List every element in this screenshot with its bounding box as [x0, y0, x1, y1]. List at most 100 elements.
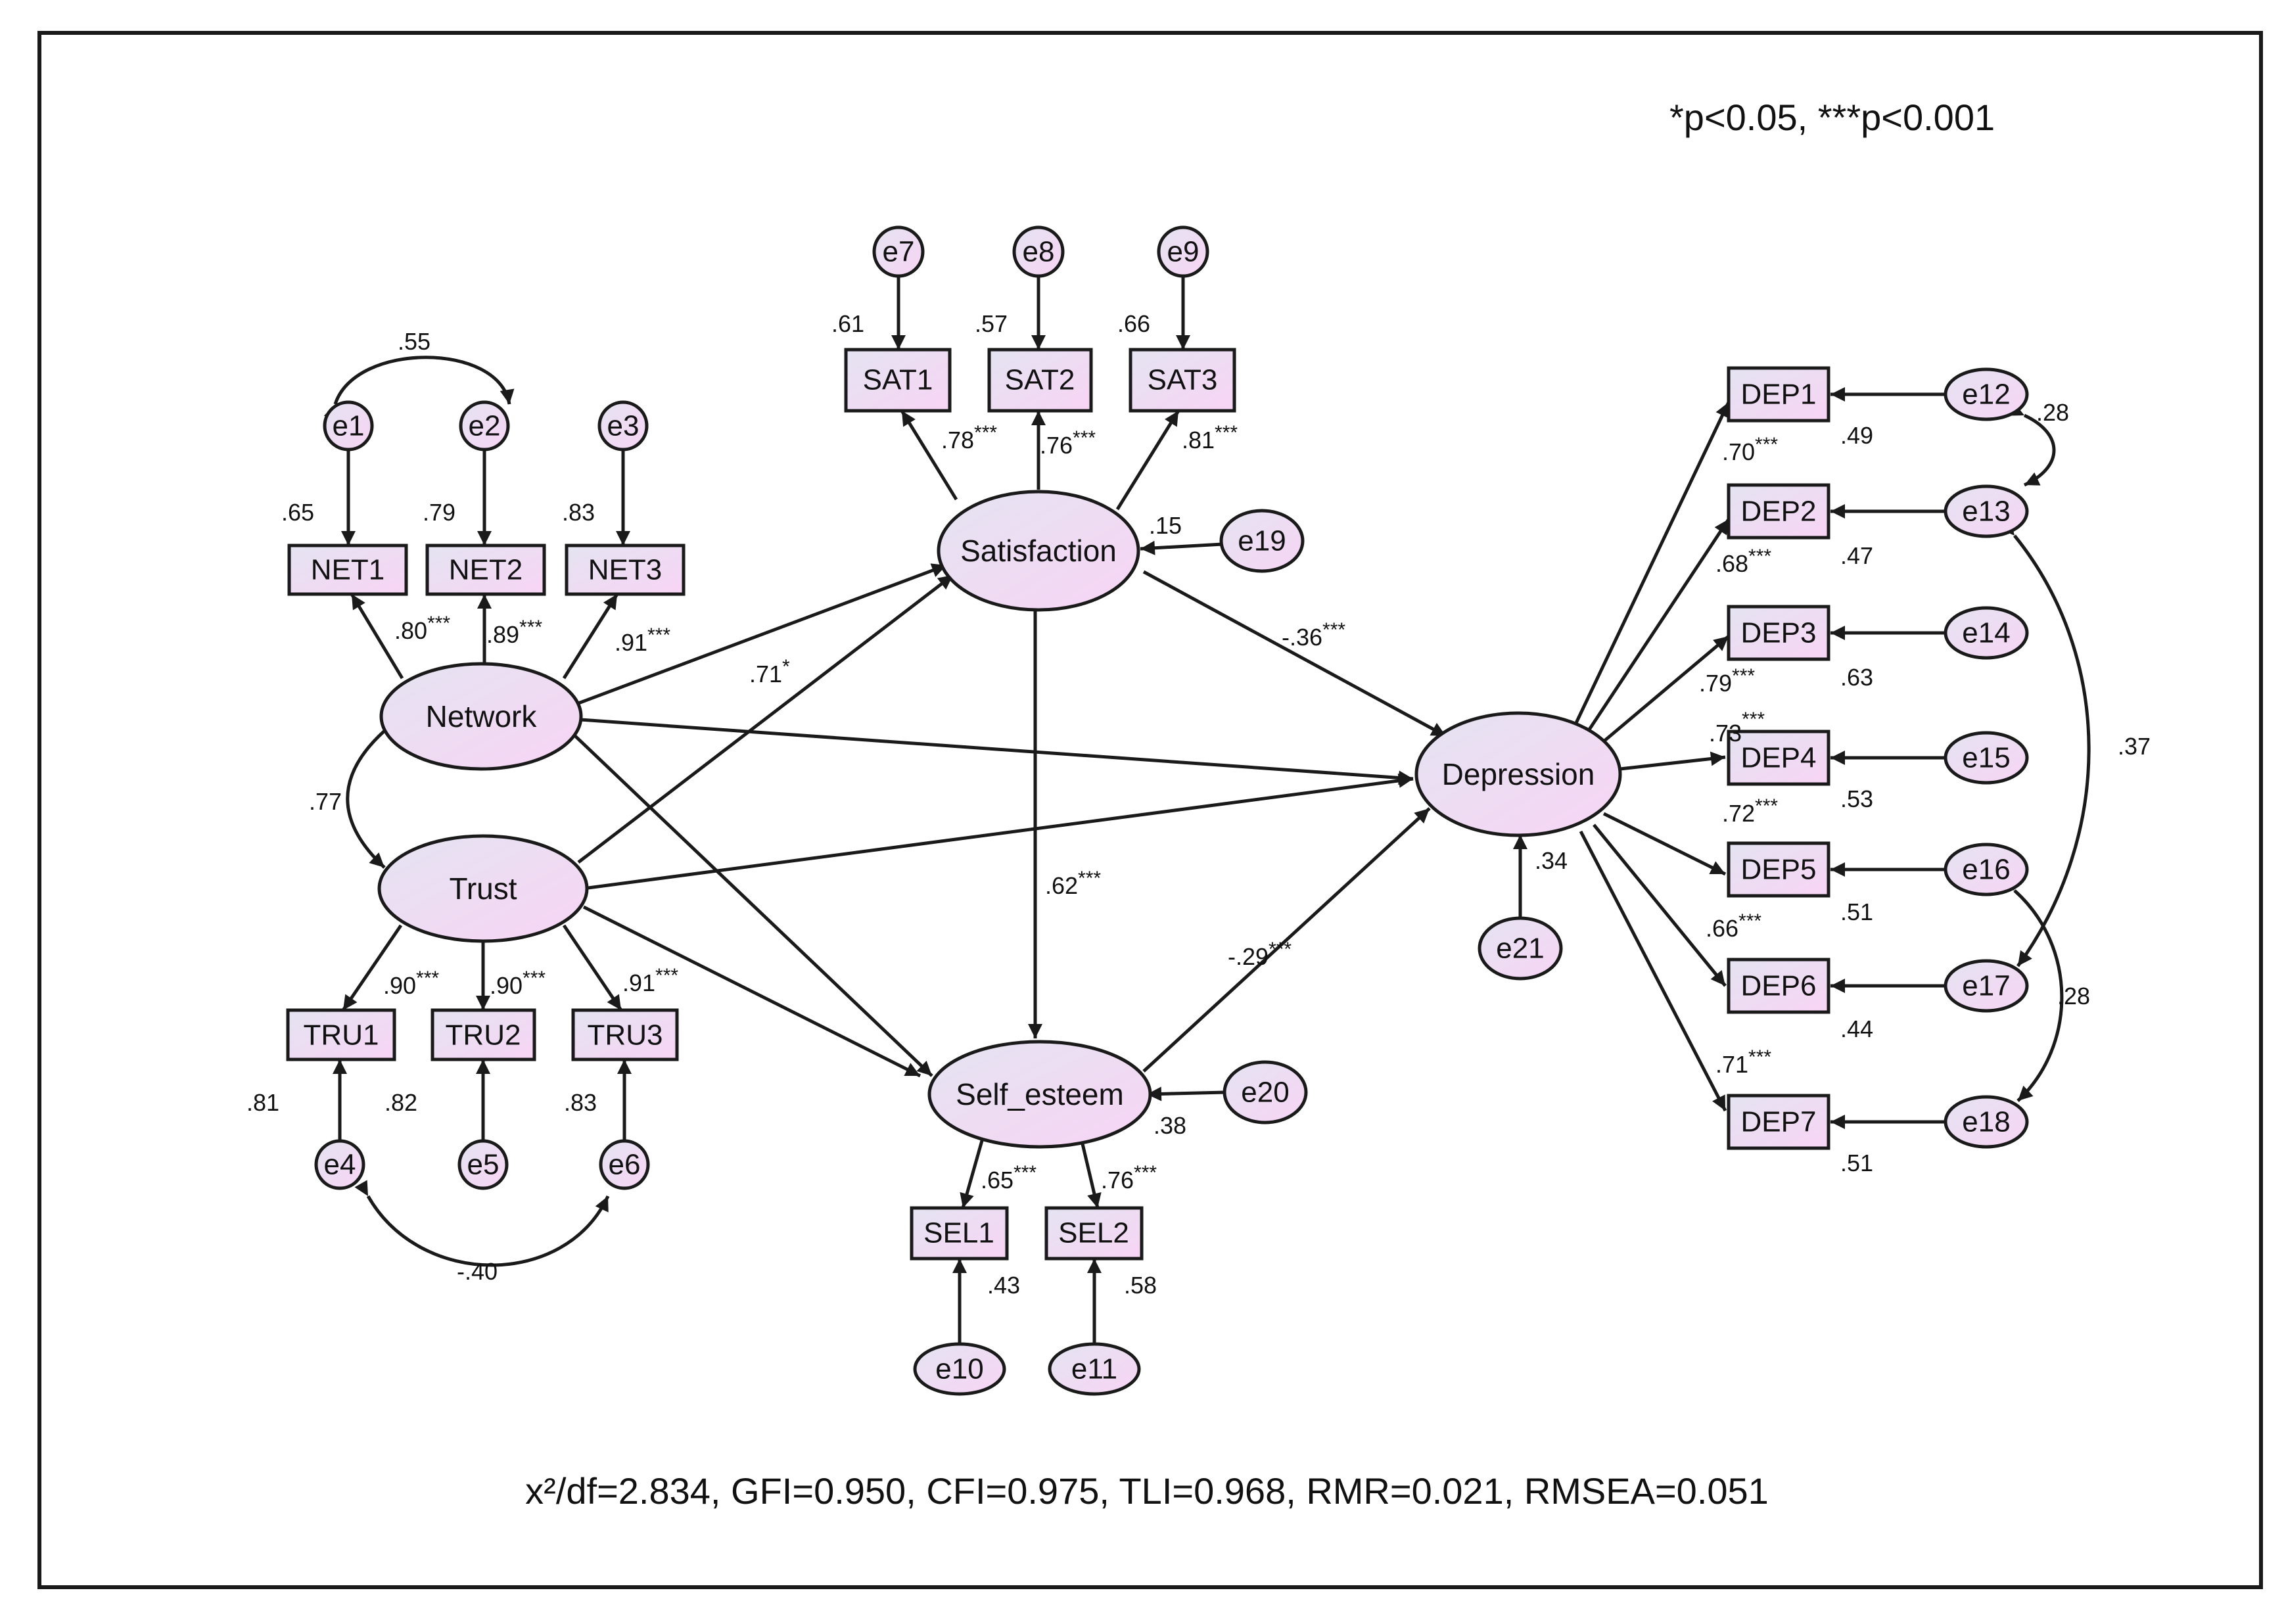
r2-net2: .79: [423, 499, 455, 526]
r2-sat1: .61: [831, 310, 864, 337]
indicator-tru1: [286, 1008, 396, 1061]
r2-dep4: .53: [1840, 785, 1873, 812]
error-node-e9: [1157, 225, 1209, 278]
error-node-e5: [457, 1139, 509, 1190]
loading-dep2: .68***: [1715, 545, 1771, 577]
label-tru1: TRU1: [304, 1019, 379, 1052]
label-e16: e16: [1962, 854, 2010, 886]
loading-sat1: .78***: [941, 422, 997, 453]
path-satisfaction-depression: [1142, 570, 1447, 738]
edges: [323, 276, 2091, 1344]
cov-label-e16-e18: .28: [2057, 983, 2090, 1009]
loading-sel2: .76***: [1101, 1162, 1157, 1194]
loading-net3: .91***: [615, 624, 670, 656]
r2-tru1: .81: [246, 1089, 279, 1116]
label-dep6: DEP6: [1741, 970, 1817, 1002]
loading-tru2: .90***: [490, 967, 546, 999]
loading-tru3: .91***: [622, 965, 678, 996]
r2-satisfaction: .15: [1149, 512, 1182, 539]
r2-sel2: .58: [1124, 1272, 1157, 1299]
error-node-e12: [1944, 367, 2029, 421]
path-trust-depression: [582, 773, 1414, 891]
error-node-e8: [1012, 225, 1065, 278]
coef-satisfaction-depression: -.36***: [1282, 619, 1345, 651]
r2-sat2: .57: [975, 310, 1008, 337]
r2-tru3: .83: [564, 1089, 597, 1116]
indicator-tru2: [431, 1008, 536, 1061]
edge-depression-dep4: [1620, 751, 1726, 771]
edge-satisfaction-sat3: [1115, 409, 1180, 511]
indicator-dep1: [1727, 366, 1830, 423]
label-e4: e4: [324, 1149, 356, 1181]
path-trust-self-esteem: [582, 905, 921, 1078]
label-e15: e15: [1962, 742, 2010, 774]
cov-label-e13-e17: .37: [2118, 733, 2151, 760]
path-network-depression: [580, 718, 1414, 785]
r2-net1: .65: [281, 499, 314, 526]
path-trust-satisfaction: [577, 574, 954, 864]
loading-sat2: .76***: [1040, 427, 1096, 459]
label-e18: e18: [1962, 1106, 2010, 1138]
cov-e12-e13: [2008, 402, 2056, 487]
error-node-e15: [1944, 731, 2029, 785]
label-e3: e3: [607, 410, 640, 442]
edge-depression-dep2: [1587, 518, 1731, 731]
error-node-e4: [314, 1139, 365, 1190]
edge-trust-tru1: [341, 924, 403, 1011]
latent-depression: [1414, 711, 1622, 837]
error-node-e21: [1478, 916, 1563, 981]
label-e5: e5: [467, 1149, 500, 1181]
label-sel1: SEL1: [923, 1217, 994, 1249]
edge-depression-dep5: [1602, 812, 1727, 876]
label-trust: Trust: [449, 871, 517, 906]
edge-e19-satisfaction: [1140, 540, 1223, 555]
indicator-sel1: [910, 1206, 1009, 1261]
edge-network-net3: [562, 593, 619, 680]
r2-net3: .83: [562, 499, 595, 526]
cov-e4-e6: [354, 1180, 610, 1267]
label-dep2: DEP2: [1741, 496, 1817, 528]
label-e8: e8: [1023, 236, 1055, 268]
label-net3: NET3: [588, 554, 662, 586]
label-dep5: DEP5: [1741, 854, 1817, 886]
label-depression: Depression: [1442, 757, 1595, 791]
fit-indices: x²/df=2.834, GFI=0.950, CFI=0.975, TLI=0…: [525, 1470, 1769, 1512]
loading-dep3: .79***: [1699, 665, 1755, 697]
indicator-dep5: [1727, 841, 1830, 898]
r2-sat3: .66: [1117, 310, 1150, 337]
error-node-e13: [1944, 484, 2029, 538]
label-dep1: DEP1: [1741, 379, 1817, 411]
latent-self-esteem: [927, 1040, 1152, 1149]
error-node-e10: [913, 1342, 1006, 1396]
indicator-tru3: [571, 1008, 679, 1061]
indicator-sat1: [844, 348, 952, 413]
label-e19: e19: [1238, 525, 1286, 557]
indicator-net2: [425, 544, 546, 596]
edge-depression-dep1: [1574, 401, 1731, 724]
label-self-esteem: Self_esteem: [956, 1077, 1124, 1111]
coef-satisfaction-self-esteem: .62***: [1045, 868, 1101, 899]
loading-dep4: .73***: [1709, 708, 1765, 747]
error-node-e16: [1944, 843, 2029, 896]
indicator-net1: [287, 544, 408, 596]
figure-border: [37, 31, 2263, 1589]
error-node-e17: [1944, 959, 2029, 1013]
coef-trust-satisfaction: .71*: [749, 656, 790, 687]
error-node-e2: [459, 400, 510, 452]
r2-dep6: .44: [1840, 1015, 1873, 1042]
error-node-e14: [1944, 606, 2029, 660]
path-network-self-esteem: [571, 731, 933, 1077]
label-e10: e10: [935, 1353, 983, 1385]
label-sel2: SEL2: [1058, 1217, 1129, 1249]
label-e11: e11: [1071, 1353, 1117, 1385]
label-sat3: SAT3: [1148, 364, 1218, 396]
edge-self-esteem-sel1: [960, 1138, 985, 1209]
edge-network-net1: [350, 593, 404, 680]
r2-dep2: .47: [1840, 542, 1873, 569]
indicator-dep6: [1727, 958, 1830, 1014]
error-node-e6: [599, 1139, 650, 1190]
label-network: Network: [426, 699, 538, 733]
cov-e16-e18: [1999, 875, 2064, 1102]
r2-dep1: .49: [1840, 422, 1873, 449]
